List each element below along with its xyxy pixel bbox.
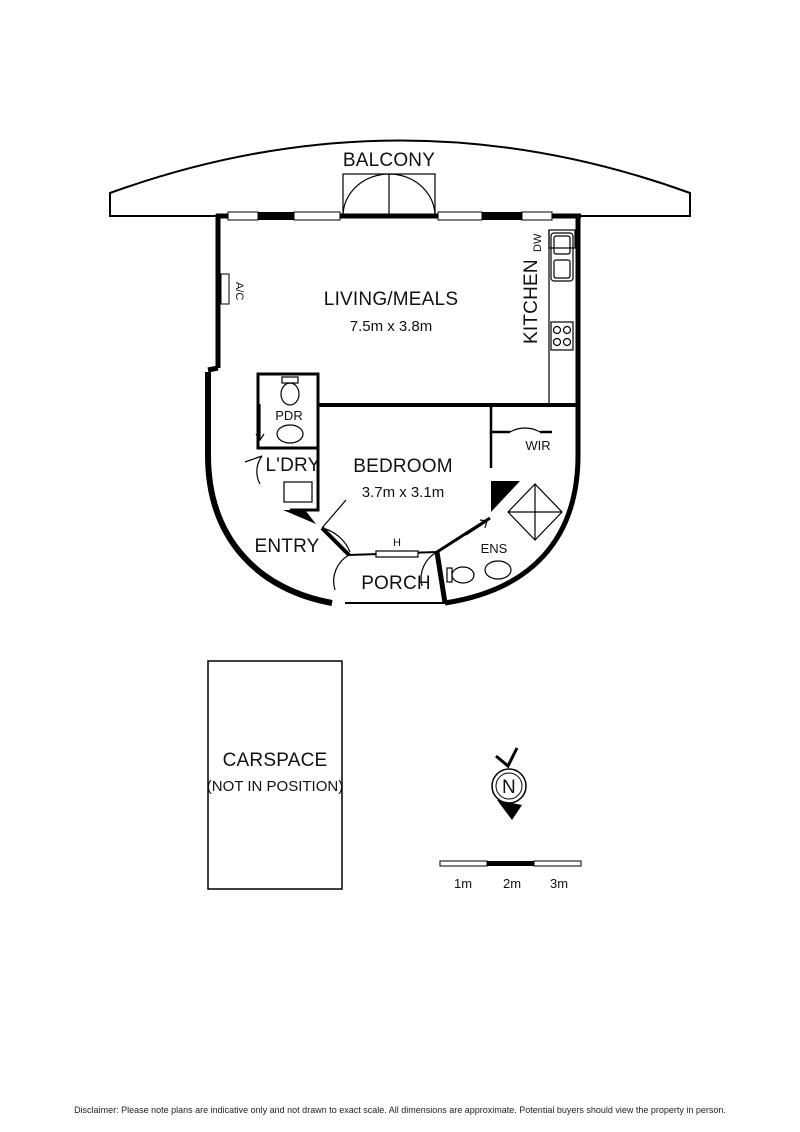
kitchen-label: KITCHEN [521, 259, 542, 344]
heater-label: H [393, 537, 401, 549]
living-dimensions: 7.5m x 3.8m [350, 318, 433, 335]
wall-fill-laundry [283, 510, 316, 524]
toilet-icon-ens [446, 560, 512, 584]
windows [227, 211, 553, 221]
bedroom-dimensions: 3.7m x 3.1m [362, 484, 445, 501]
carspace-note: (NOT IN POSITION) [207, 778, 343, 795]
carspace-title: CARSPACE [223, 750, 328, 771]
entry-label: ENTRY [254, 536, 319, 557]
laundry-label: L'DRY [266, 455, 321, 476]
balcony-area [109, 139, 691, 217]
toilet-icon-pdr [276, 376, 304, 444]
laundry-tub-icon [283, 481, 313, 503]
scale-label-2: 2m [503, 876, 521, 891]
scale-label-1: 1m [454, 876, 472, 891]
balcony-label: BALCONY [343, 150, 435, 171]
ac-unit [220, 273, 230, 305]
wir-label: WIR [525, 438, 550, 453]
porch-label: PORCH [361, 573, 431, 594]
bedroom-label: BEDROOM [353, 456, 453, 477]
wall-fill-wir [491, 481, 520, 512]
shower-icon [507, 483, 563, 541]
living-label: LIVING/MEALS [324, 289, 458, 310]
ens-label: ENS [481, 541, 508, 556]
ac-label: A/C [233, 282, 245, 300]
doors [244, 404, 541, 591]
scale-label-3: 3m [550, 876, 568, 891]
compass-letter: N [502, 777, 516, 798]
pdr-label: PDR [275, 408, 302, 423]
heater-icon [375, 550, 419, 558]
dw-label: DW [532, 233, 544, 252]
cooktop-icon [550, 321, 574, 351]
disclaimer-text: Disclaimer: Please note plans are indica… [74, 1105, 726, 1115]
kitchen-bench [548, 229, 576, 405]
scale-bar [439, 860, 582, 867]
north-compass-icon [491, 747, 527, 820]
carspace: CARSPACE (NOT IN POSITION) [207, 660, 343, 890]
interior-walls [256, 372, 578, 604]
sink-icon [550, 232, 574, 282]
carspace-outline [207, 660, 343, 890]
balcony-outline [109, 139, 691, 217]
